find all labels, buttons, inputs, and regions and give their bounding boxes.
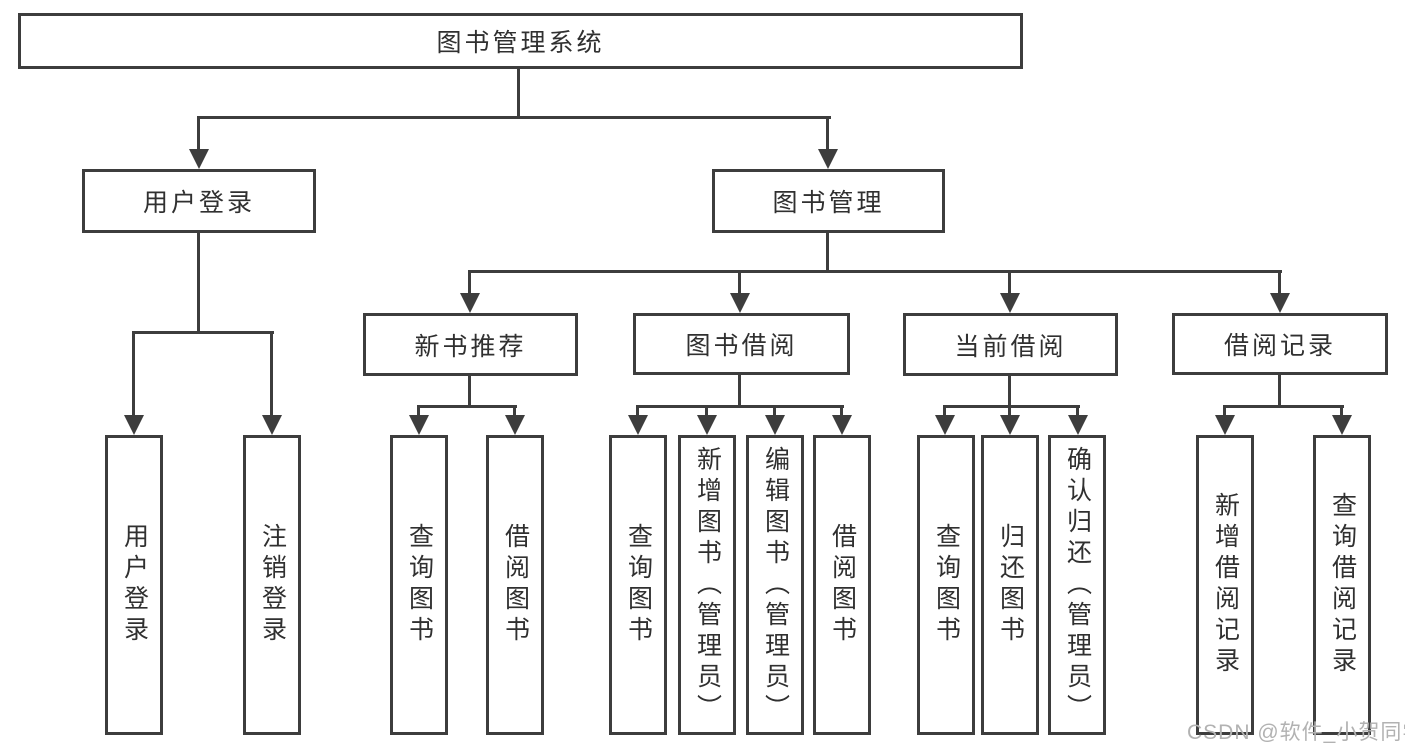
connector-line — [197, 116, 200, 151]
connector-line — [1223, 405, 1226, 417]
connector-line — [197, 116, 831, 119]
connector-line — [1340, 405, 1343, 417]
connector-line — [636, 405, 844, 408]
node-book-borrowing: 图书借阅 — [633, 313, 850, 375]
leaf-recommend-borrow-book: 借阅图书 — [486, 435, 544, 735]
connector-line — [468, 270, 471, 295]
node-book-management: 图书管理 — [712, 169, 945, 233]
leaf-records-add-borrow-record: 新增借阅记录 — [1196, 435, 1254, 735]
connector-line — [1008, 270, 1011, 295]
node-borrowing-records: 借阅记录 — [1172, 313, 1388, 375]
leaf-borrowing-borrow-book: 借阅图书 — [813, 435, 871, 735]
arrow-head — [505, 415, 525, 435]
connector-line — [197, 231, 200, 334]
node-new-book-recommend: 新书推荐 — [363, 313, 578, 376]
connector-line — [132, 331, 135, 416]
connector-line — [738, 374, 741, 408]
arrow-head — [1332, 415, 1352, 435]
connector-line — [826, 116, 829, 151]
connector-line — [1076, 405, 1079, 417]
arrow-head — [124, 415, 144, 435]
node-book-management-system: 图书管理系统 — [18, 13, 1023, 69]
arrow-head — [409, 415, 429, 435]
leaf-logout-login: 注销登录 — [243, 435, 301, 735]
connector-line — [1223, 405, 1344, 408]
connector-line — [773, 405, 776, 417]
connector-line — [738, 270, 741, 295]
leaf-borrowing-edit-book-admin: 编辑图书（管理员） — [746, 435, 804, 735]
connector-line — [513, 405, 516, 417]
arrow-head — [1068, 415, 1088, 435]
connector-line — [270, 331, 273, 416]
connector-line — [417, 405, 517, 408]
arrow-head — [1000, 415, 1020, 435]
connector-line — [1008, 405, 1011, 417]
connector-line — [517, 68, 520, 119]
arrow-head — [818, 149, 838, 169]
arrow-head — [935, 415, 955, 435]
csdn-watermark: CSDN @软件_小贺同学 — [1187, 721, 1405, 744]
arrow-head — [832, 415, 852, 435]
connector-line — [132, 331, 274, 334]
leaf-current-query-book: 查询图书 — [917, 435, 975, 735]
arrow-head — [1215, 415, 1235, 435]
arrow-head — [765, 415, 785, 435]
connector-line — [636, 405, 639, 417]
leaf-borrowing-query-book: 查询图书 — [609, 435, 667, 735]
node-user-login: 用户登录 — [82, 169, 316, 233]
leaf-borrowing-add-book-admin: 新增图书（管理员） — [678, 435, 736, 735]
connector-line — [943, 405, 1080, 408]
connector-line — [1278, 270, 1281, 295]
connector-line — [943, 405, 946, 417]
arrow-head — [1000, 293, 1020, 313]
connector-line — [1278, 374, 1281, 408]
arrow-head — [628, 415, 648, 435]
arrow-head — [697, 415, 717, 435]
leaf-current-confirm-return-admin: 确认归还（管理员） — [1048, 435, 1106, 735]
arrow-head — [1270, 293, 1290, 313]
connector-line — [705, 405, 708, 417]
leaf-records-query-borrow-record: 查询借阅记录 — [1313, 435, 1371, 735]
connector-line — [1008, 374, 1011, 408]
connector-line — [417, 405, 420, 417]
leaf-user-login: 用户登录 — [105, 435, 163, 735]
connector-line — [468, 374, 471, 408]
leaf-recommend-query-book: 查询图书 — [390, 435, 448, 735]
arrow-head — [189, 149, 209, 169]
leaf-current-return-book: 归还图书 — [981, 435, 1039, 735]
connector-line — [468, 270, 1282, 273]
arrow-head — [262, 415, 282, 435]
arrow-head — [460, 293, 480, 313]
node-current-borrowing: 当前借阅 — [903, 313, 1118, 376]
connector-line — [840, 405, 843, 417]
connector-line — [826, 231, 829, 273]
arrow-head — [730, 293, 750, 313]
